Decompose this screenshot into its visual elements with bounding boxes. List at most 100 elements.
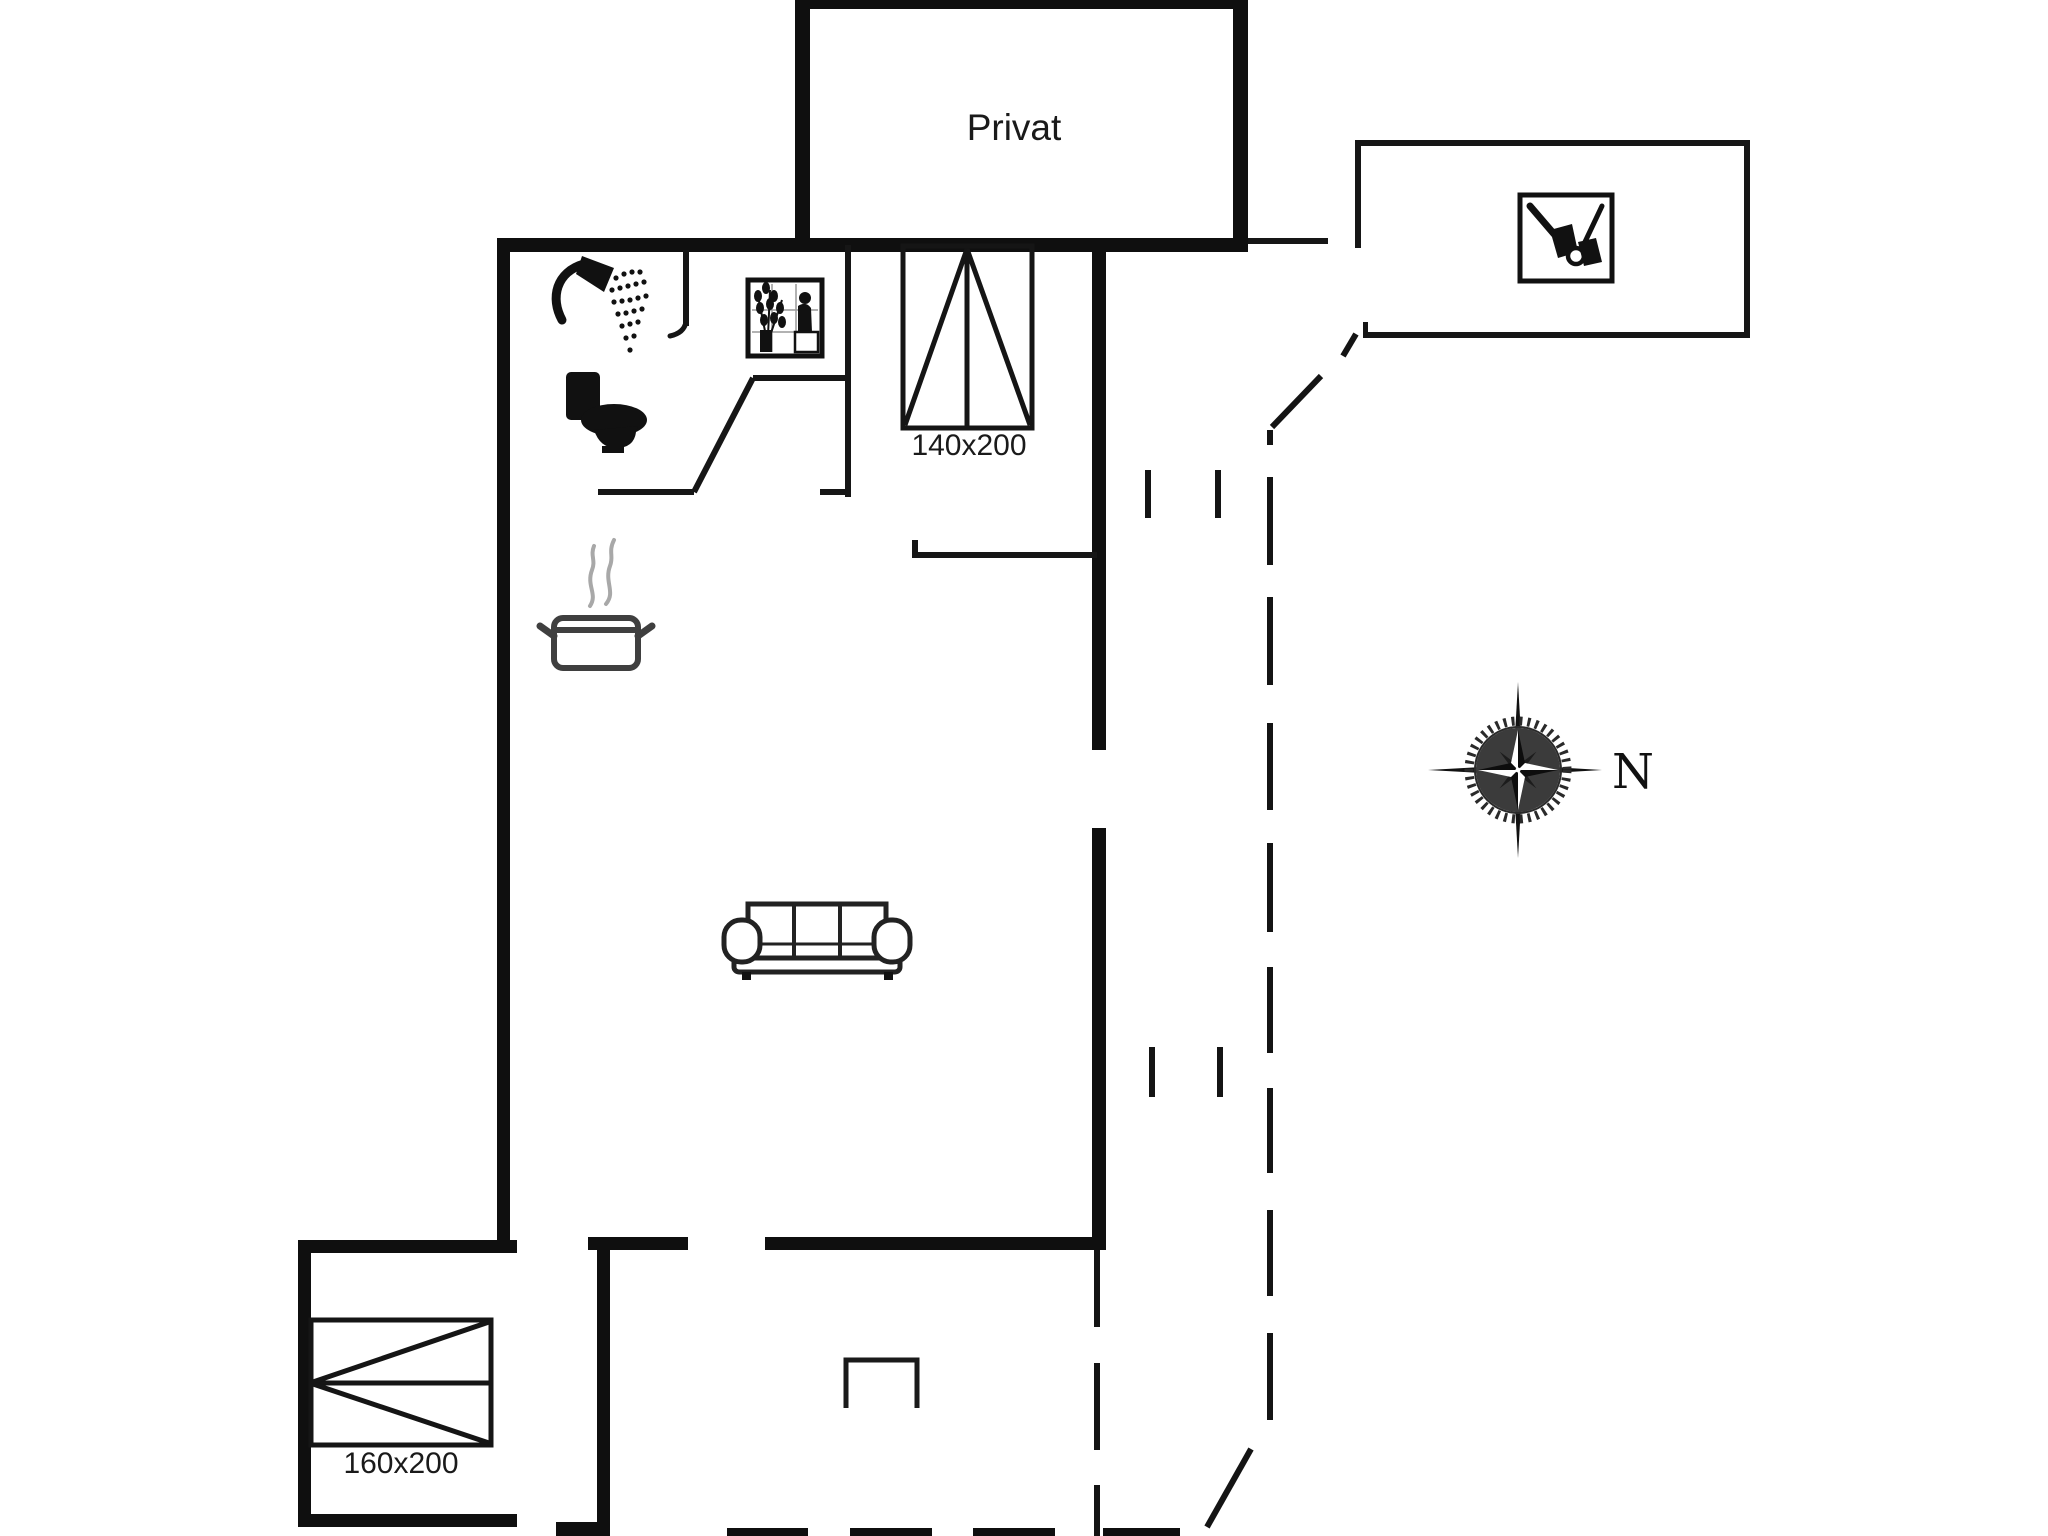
wall-right-upper [1092,245,1106,750]
terrace-boundary [1094,430,1273,1536]
garden-tools-icon [1517,192,1615,284]
bottom-dash [850,1528,932,1536]
wall-privat-top [795,0,1248,9]
sauna-person [793,292,820,354]
wall-shed-bottom [1363,332,1750,338]
wall-vestibule-bottom [556,1522,610,1536]
double-bed [900,243,1035,431]
sofa-icon [721,901,913,980]
wall-right-lower [1092,828,1106,1250]
sofa-leg [742,972,751,980]
wall-privat-left [795,0,810,245]
wall-vestibule [597,1250,610,1536]
sofa-back [745,901,889,961]
wall-bath-right [845,245,851,497]
toilet-base [602,446,624,453]
bed-diagonal [312,1381,490,1446]
terrace-dash [1267,1333,1273,1420]
wall-end-hook [667,319,689,339]
wall-top [497,238,1248,252]
terrace-diag-dash [1340,332,1359,358]
private-room-label: Privat [967,107,1062,148]
broom-head [1578,238,1602,266]
wall-shed-right [1744,140,1750,338]
opening-markers [1145,470,1223,1097]
wall-bath-divider [683,250,689,326]
terrace-dash [1267,1088,1273,1173]
terrace-dash [1267,967,1273,1053]
person-body [798,303,812,332]
double-bed-size-label: 140x200 [911,429,1026,462]
bed-diagonal [312,1319,490,1385]
sofa-leg [884,972,893,980]
terrace-dash [1267,1210,1273,1296]
pot-handle-left [536,622,558,640]
bottom-dash [973,1528,1055,1536]
terrace-dash [1267,430,1273,445]
interior-walls [598,238,1328,558]
wall-bath-tick [820,489,851,495]
cooking-pot-icon [536,538,656,671]
terrace-diag-dash [1204,1447,1254,1529]
sofa-arm-left [721,917,763,965]
shower-head [576,256,614,292]
pot-handle-right [634,622,656,640]
wall-privat-right [1233,0,1248,245]
wall-shed-tick [1363,322,1368,338]
wall-bottom-a [588,1237,688,1250]
shower-arm [551,259,589,325]
wall-bottom-b [765,1237,1106,1250]
bottom-terrace-dashes [727,1528,1180,1536]
spade-handle [1526,202,1558,238]
wall-annex-left [298,1240,311,1527]
terrace-diagonals [1204,332,1359,1529]
toilet-bowl [594,426,638,448]
wall-bath-nib [753,375,848,381]
wall-bath-bottom [598,489,694,495]
compass-center [1515,767,1521,773]
terrace-dash [1094,1363,1100,1450]
sauna-whisk-handle [760,330,772,352]
small-table [843,1357,920,1408]
terrace-dash [1267,843,1273,932]
pot-steam [588,538,616,608]
wall-bedroom-bottom [912,552,1097,558]
terrace-dash [1267,477,1273,565]
opening-dash [1217,1047,1223,1097]
annex-bed [308,1317,494,1448]
toilet-icon [566,372,647,453]
wall-annex-bottom [298,1514,517,1527]
bed-diagonal [902,248,970,426]
compass-north-label: N [1612,744,1654,800]
sauna-whisk-leaves [754,282,786,328]
main-walls [298,0,1248,1536]
wall-shed-top [1355,140,1750,146]
wall-annex-top [298,1240,517,1253]
annex-bed-size-label: 160x200 [343,1447,458,1480]
shower-icon [551,256,649,353]
compass-rose-icon [1428,682,1602,858]
bottom-dash [727,1528,808,1536]
wall-shed-left [1355,140,1361,248]
terrace-dash [1094,1485,1100,1536]
bathroom-door-leaf [691,376,756,494]
sauna-bench [793,330,820,354]
shower-spray [609,269,649,353]
person-head [799,292,811,304]
opening-dash [1215,470,1221,518]
wall-connector-to-shed [1248,238,1328,244]
compass-teeth-ring [1464,716,1572,824]
wall-left [497,238,510,1246]
tool-shed [1355,140,1750,338]
pot-body [551,615,641,671]
compass-inner-ring [1474,726,1562,814]
bed-diagonal [964,248,1033,426]
sauna-icon [745,277,825,359]
wall-bedroom-tick [912,540,918,554]
opening-dash [1145,470,1151,518]
compass-cardinal-points [1478,730,1558,810]
terrace-dash [1267,597,1273,685]
terrace-dash [1267,723,1273,810]
